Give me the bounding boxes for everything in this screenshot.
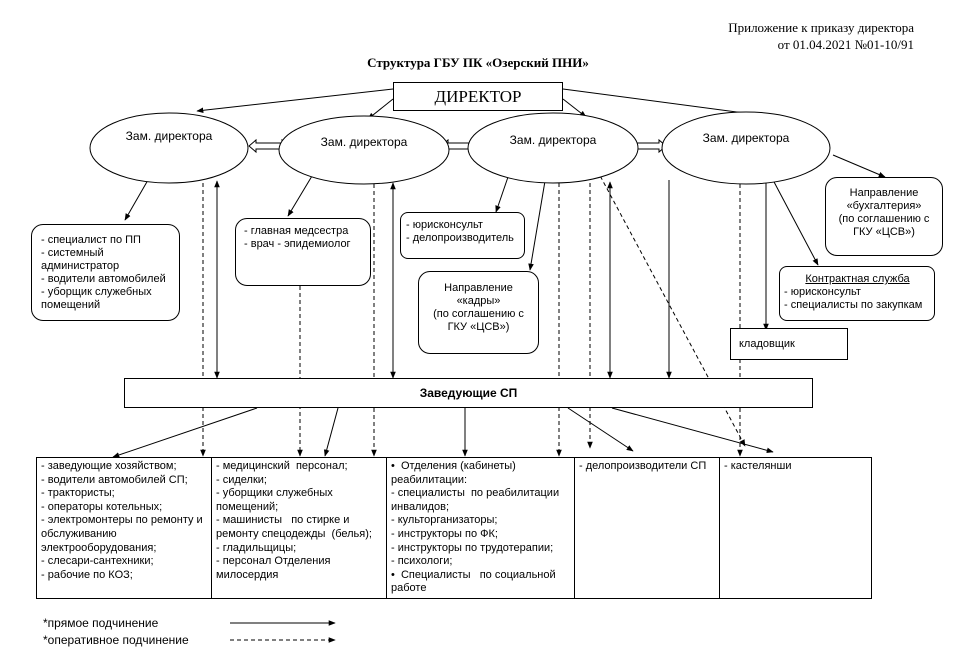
deputy-1: Зам. директора bbox=[90, 118, 248, 154]
staff-col-5: - кастелянши bbox=[720, 458, 871, 598]
storekeeper-label: кладовщик bbox=[739, 338, 795, 350]
storekeeper-box: кладовщик bbox=[730, 328, 848, 360]
staff-box-legal: - юрисконсульт - делопроизводитель bbox=[400, 212, 525, 259]
staff-entry: - трактористы; bbox=[41, 487, 115, 500]
staff-entry: - специалисты по реабилитации инвалидов; bbox=[391, 487, 563, 513]
legend-direct: *прямое подчинение bbox=[43, 616, 159, 630]
staff-entry: - уборщики служебных помещений; bbox=[216, 487, 336, 513]
appendix-line-2: от 01.04.2021 №01-10/91 bbox=[777, 37, 914, 52]
legend-operative: *оперативное подчинение bbox=[43, 633, 189, 647]
staff-box-medical: - главная медсестра - врач - эпидемиолог bbox=[235, 218, 371, 286]
staff-entry: - водители автомобилей СП; bbox=[41, 473, 188, 486]
staff-entry: - операторы котельных; bbox=[41, 500, 163, 513]
staff-item: - врач - эпидемиолог bbox=[244, 238, 351, 250]
staff-item: - уборщик служебных помещений bbox=[41, 286, 152, 311]
appendix-line-1: Приложение к приказу директора bbox=[728, 20, 914, 35]
staff-entry: - гладильщицы; bbox=[216, 541, 297, 554]
staff-entry: • Специалисты по социальной работе bbox=[391, 568, 559, 595]
staff-entry: - рабочие по КОЗ; bbox=[41, 568, 133, 581]
staff-entry: - слесари-сантехники; bbox=[41, 555, 154, 568]
heads-of-sp-bar: Заведующие СП bbox=[124, 378, 813, 408]
deputy-2-label: Зам. директора bbox=[320, 135, 408, 149]
staff-entry: - кастелянши bbox=[724, 460, 792, 472]
staff-entry: - медицинский персонал; bbox=[216, 460, 348, 472]
staff-item: - водители автомобилей bbox=[41, 273, 166, 285]
contract-item: - специалисты по закупкам bbox=[784, 299, 923, 311]
accounting-line: Направление bbox=[849, 187, 919, 199]
hr-line: (по соглашению с bbox=[433, 308, 524, 320]
contract-service-title: Контрактная служба bbox=[805, 273, 910, 285]
staff-entry: • Отделения (кабинеты) реабилитации: bbox=[391, 460, 519, 486]
staff-item: - специалист по ПП bbox=[41, 234, 141, 246]
director-box: ДИРЕКТОР bbox=[393, 82, 563, 111]
contract-service-box: Контрактная служба - юрисконсульт - спец… bbox=[779, 266, 935, 321]
deputy-4-label: Зам. директора bbox=[702, 131, 790, 145]
staff-entry: - инструкторы по трудотерапии; bbox=[391, 541, 554, 554]
staff-entry: - делопроизводители СП bbox=[579, 460, 707, 472]
hr-direction-box: Направление «кадры» (по соглашению с ГКУ… bbox=[418, 271, 539, 354]
accounting-line: (по соглашению с bbox=[838, 213, 930, 225]
staff-entry: - персонал Отделения милосердия bbox=[216, 555, 334, 581]
deputy-3: Зам. директора bbox=[468, 122, 638, 158]
accounting-line: «бухгалтерия» bbox=[846, 200, 922, 212]
staff-entry: - электромонтеры по ремонту и обслуживан… bbox=[41, 514, 206, 554]
staff-item: - системный администратор bbox=[41, 247, 120, 272]
hr-line: ГКУ «ЦСВ») bbox=[447, 321, 510, 333]
staff-entry: - инструкторы по ФК; bbox=[391, 527, 498, 540]
deputy-1-label: Зам. директора bbox=[125, 129, 213, 143]
hr-line: Направление bbox=[444, 282, 513, 294]
staff-item: - делопроизводитель bbox=[406, 232, 514, 244]
staff-col-4: - делопроизводители СП bbox=[575, 458, 720, 598]
staff-col-2: - медицинский персонал; - сиделки; - убо… bbox=[212, 458, 387, 598]
staff-item: - главная медсестра bbox=[244, 225, 349, 237]
staff-entry: - сиделки; bbox=[216, 473, 267, 486]
accounting-direction-box: Направление «бухгалтерия» (по соглашению… bbox=[825, 177, 943, 256]
heads-of-sp-label: Заведующие СП bbox=[419, 386, 518, 400]
deputy-4: Зам. директора bbox=[662, 120, 830, 156]
deputy-3-label: Зам. директора bbox=[509, 133, 597, 147]
staff-entry: - машинисты по стирке и ремонту спецодеж… bbox=[216, 514, 372, 540]
director-label: ДИРЕКТОР bbox=[434, 86, 522, 106]
staff-entry: - культорганизаторы; bbox=[391, 514, 498, 527]
contract-item: - юрисконсульт bbox=[784, 286, 861, 298]
staff-box-deputy-1: - специалист по ПП - системный администр… bbox=[31, 224, 180, 321]
accounting-line: ГКУ «ЦСВ») bbox=[853, 226, 915, 238]
appendix-header: Приложение к приказу директора от 01.04.… bbox=[514, 19, 914, 53]
hr-line: «кадры» bbox=[456, 295, 501, 307]
staff-table: - заведующие хозяйством; - водители авто… bbox=[36, 457, 872, 599]
staff-entry: - заведующие хозяйством; bbox=[41, 460, 177, 472]
staff-col-1: - заведующие хозяйством; - водители авто… bbox=[37, 458, 212, 598]
staff-item: - юрисконсульт bbox=[406, 219, 483, 231]
page-title: Структура ГБУ ПК «Озерский ПНИ» bbox=[367, 55, 589, 70]
staff-entry: - психологи; bbox=[391, 555, 453, 568]
deputy-2: Зам. директора bbox=[279, 124, 449, 160]
staff-col-3: • Отделения (кабинеты) реабилитации: - с… bbox=[387, 458, 575, 598]
